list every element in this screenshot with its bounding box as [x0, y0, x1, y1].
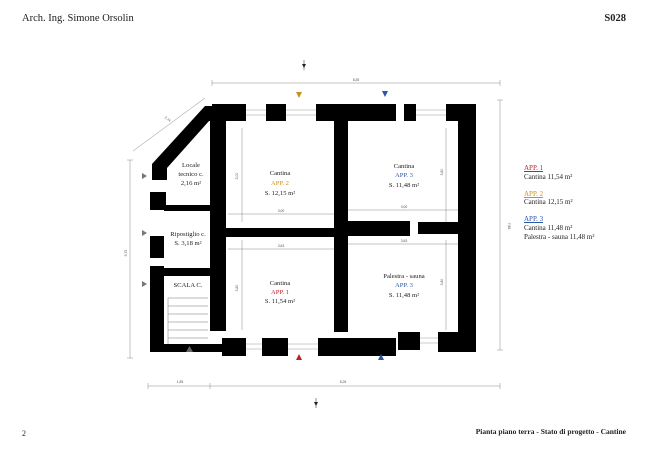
- dim-mid-2: 3,00: [401, 205, 408, 209]
- legend-app2: APP. 2 Cantina 12,15 m²: [524, 190, 594, 208]
- palestra-unit: APP. 3: [395, 282, 414, 289]
- locale-tecnico-name-1: Locale: [182, 162, 200, 169]
- legend-app3-title: APP. 3: [524, 215, 544, 224]
- dim-bottom: 8,28: [340, 380, 347, 384]
- cantina-app2-area: S. 12,15 m²: [265, 190, 296, 197]
- blue-marker-icon: [378, 354, 384, 360]
- cantina-app1-unit: APP. 1: [271, 289, 289, 296]
- palestra-name: Palestra - sauna: [383, 273, 424, 280]
- sheet-code: S028: [604, 13, 626, 24]
- legend-app1-title: APP. 1: [524, 164, 544, 172]
- north-arrow-icon: [302, 60, 306, 70]
- cantina-app3-name: Cantina: [394, 163, 415, 170]
- scala-name: SCALA C.: [174, 282, 203, 289]
- blue-marker-icon: [382, 91, 388, 97]
- cantina-app2-unit: APP. 2: [271, 180, 289, 187]
- section-markers: [142, 60, 388, 408]
- dim-room-h-1: 3,00: [235, 173, 239, 180]
- dim-right: 7,88: [507, 223, 511, 230]
- cantina-app3-area: S. 11,48 m²: [389, 182, 419, 189]
- dim-diagonal: 2,74: [164, 116, 172, 123]
- entrance-arrow-icon: [186, 346, 193, 352]
- dim-room-h-3: 3,80: [440, 169, 444, 176]
- dim-top: 8,35: [353, 78, 360, 82]
- section-marker-icon: [142, 230, 147, 236]
- legend-app3: APP. 3 Cantina 11,48 m² Palestra - sauna…: [524, 215, 594, 241]
- legend: APP. 1 Cantina 11,54 m² APP. 2 Cantina 1…: [524, 164, 594, 250]
- dimension-lines: [127, 80, 503, 389]
- dim-mid-1: 3,00: [278, 209, 285, 213]
- author-name: Arch. Ing. Simone Orsolin: [22, 13, 134, 24]
- dim-left: 5,72: [124, 250, 128, 257]
- dim-room-h-4: 3,80: [440, 279, 444, 286]
- legend-app3-line1: Cantina 11,48 m²: [524, 223, 573, 232]
- legend-app1-line1: Cantina 11,54 m²: [524, 172, 573, 181]
- section-marker-icon: [142, 281, 147, 287]
- cantina-app3-unit: APP. 3: [395, 172, 414, 179]
- room-labels: Locale tecnico c. 2,16 m² Ripostiglio c.…: [170, 162, 425, 305]
- legend-app2-line1: Cantina 12,15 m²: [524, 198, 573, 207]
- drawing-caption: Pianta piano terra - Stato di progetto -…: [475, 427, 626, 436]
- page-number: 2: [22, 429, 26, 438]
- cantina-app1-area: S. 11,54 m²: [265, 298, 295, 305]
- window-lines: [246, 109, 446, 350]
- legend-app2-title: APP. 2: [524, 189, 544, 198]
- dimension-labels: 8,35 8,28 1,85 2,74 5,72 7,88 3,00 3,00 …: [124, 78, 511, 384]
- dim-mid-3: 3,63: [278, 244, 285, 248]
- cantina-app1-name: Cantina: [270, 280, 291, 287]
- dim-room-h-2: 3,80: [235, 285, 239, 292]
- walls: [150, 104, 476, 356]
- legend-app3-line2: Palestra - sauna 11,48 m²: [524, 232, 595, 241]
- dim-mid-4: 3,63: [401, 239, 408, 243]
- locale-tecnico-name-2: tecnico c.: [178, 171, 204, 178]
- locale-tecnico-area: 2,16 m²: [181, 180, 201, 187]
- red-marker-icon: [296, 354, 302, 360]
- north-arrow-icon: [314, 398, 318, 408]
- ripostiglio-area: S. 3,18 m²: [174, 240, 201, 247]
- palestra-area: S. 11,48 m²: [389, 292, 419, 299]
- dim-bottom-left: 1,85: [177, 380, 184, 384]
- staircase: [167, 297, 208, 344]
- legend-app1: APP. 1 Cantina 11,54 m²: [524, 164, 594, 182]
- orange-marker-icon: [296, 92, 302, 98]
- cantina-app2-name: Cantina: [270, 170, 291, 177]
- ripostiglio-name: Ripostiglio c.: [170, 231, 206, 238]
- section-marker-icon: [142, 173, 147, 179]
